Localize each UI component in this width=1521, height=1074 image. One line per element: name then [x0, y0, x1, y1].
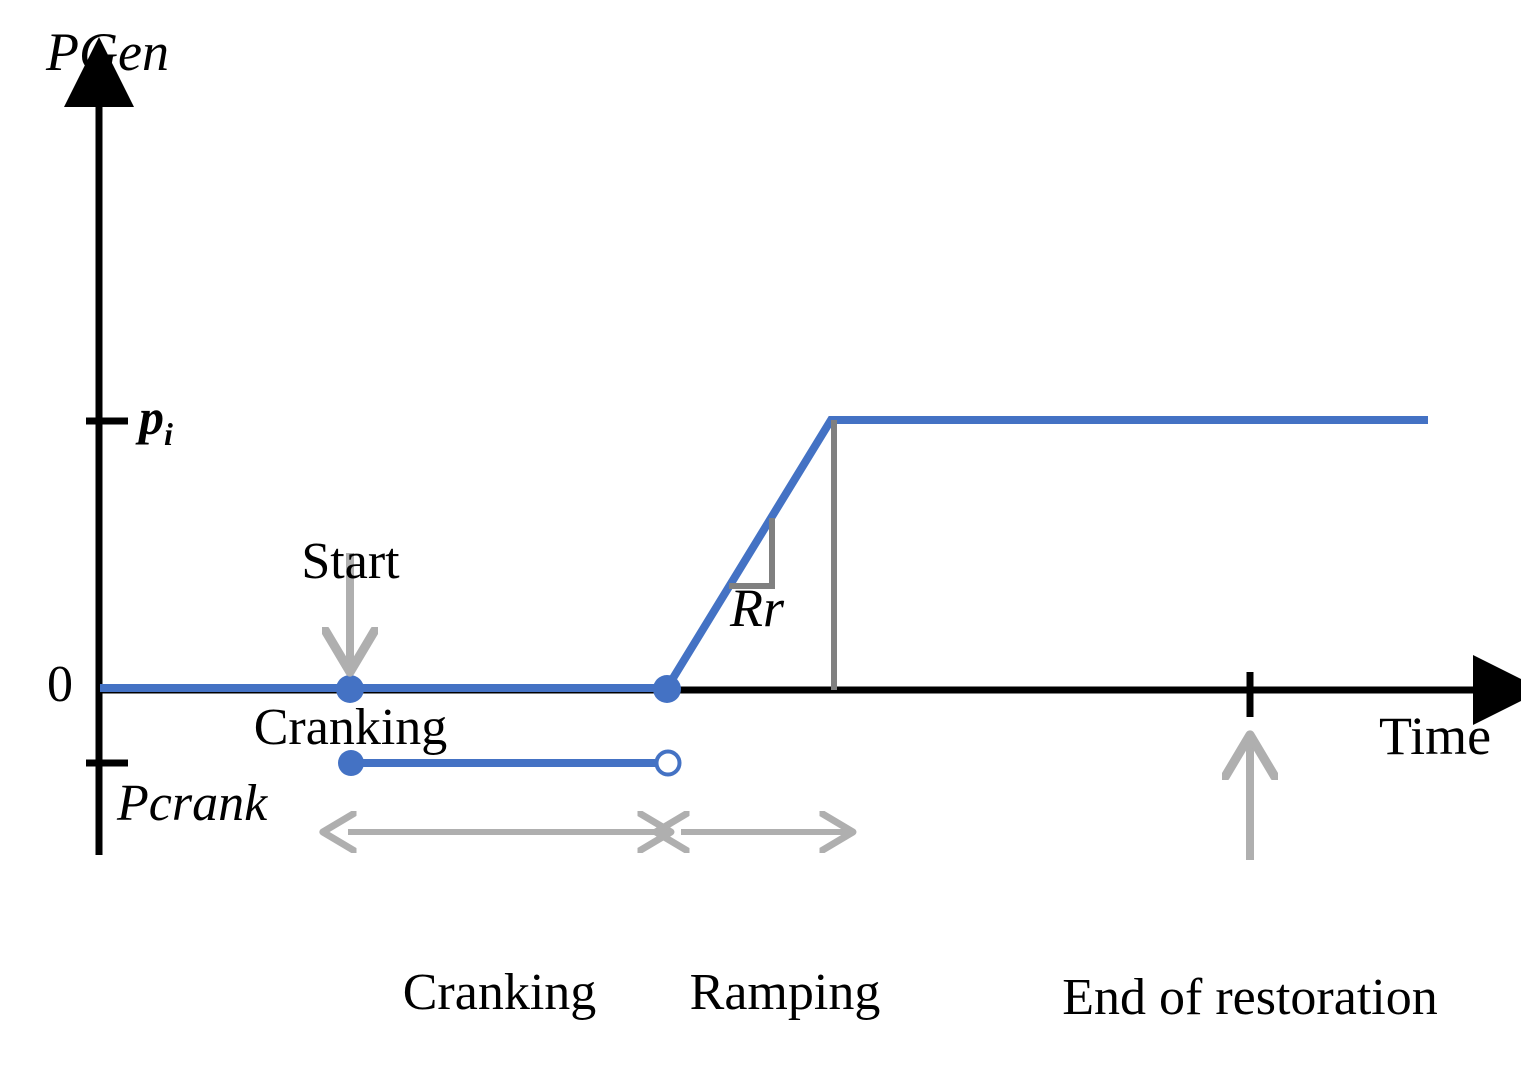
start-cranking-annotation: Start Cranking	[243, 424, 458, 865]
cranking-interval-annotation: Cranking time TCrank	[372, 855, 627, 1074]
x-axis-label: Time	[1379, 706, 1492, 766]
y-tick-label-pi: pi	[139, 391, 173, 452]
pgen-curve	[100, 416, 1428, 692]
marker-pcrank-start	[338, 750, 364, 776]
ramping-interval-line1: Ramping	[689, 964, 881, 1022]
marker-ramp-start	[653, 675, 681, 703]
y-tick-label-pi-sub: i	[164, 416, 173, 452]
marker-pcrank-end	[654, 749, 682, 777]
end-of-restoration-annotation: End of restoration T	[1020, 860, 1480, 1074]
ramp-rate-label: Rr	[730, 578, 784, 638]
y-tick-label-zero: 0	[47, 656, 73, 713]
y-tick-label-pi-base: p	[139, 389, 164, 445]
end-of-restoration-line1: End of restoration	[1062, 969, 1438, 1027]
cranking-interval-line1: Cranking	[402, 964, 597, 1022]
ramping-interval-annotation: Ramping time tri	[672, 855, 898, 1074]
marker-start-cranking	[336, 675, 364, 703]
start-cranking-line2: Cranking	[253, 698, 448, 756]
pgen-curve-group	[100, 416, 1428, 703]
y-axis-label: PGen	[46, 22, 169, 82]
pcrank-segment-group	[338, 749, 682, 777]
ramp-rate-marker-group	[729, 518, 775, 589]
start-cranking-line1: Start	[301, 533, 400, 591]
y-tick-label-pcrank: Pcrank	[117, 775, 268, 832]
